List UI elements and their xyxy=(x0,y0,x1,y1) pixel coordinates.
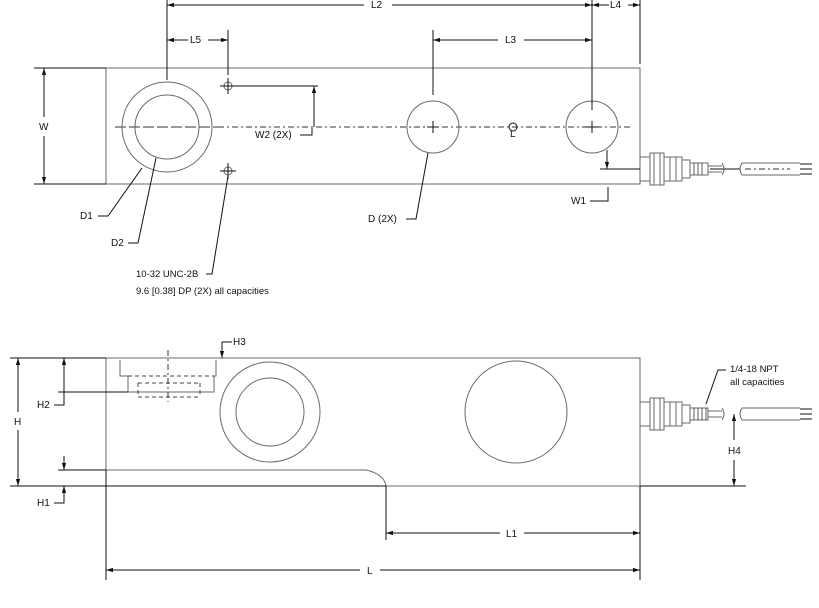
centerline-symbol: L xyxy=(508,122,518,140)
cable-connector-top xyxy=(639,152,812,186)
dim-L1: L1 xyxy=(506,529,518,540)
dim-H2: H2 xyxy=(37,400,50,411)
dim-W1: W1 xyxy=(571,196,586,207)
side-mounting-hole xyxy=(464,360,568,464)
dim-W: W xyxy=(39,122,49,133)
npt-note-line1: 1/4-18 NPT xyxy=(730,364,779,375)
side-counterbored-hole xyxy=(219,361,321,463)
thread-note-line1: 10-32 UNC-2B xyxy=(136,269,198,280)
counterbored-hole xyxy=(115,81,220,173)
dim-H1: H1 xyxy=(37,498,50,509)
top-view-body xyxy=(105,67,641,185)
tapped-hole-upper xyxy=(220,78,236,94)
top-view: L xyxy=(34,0,812,297)
cable-connector-side xyxy=(639,397,812,431)
dim-H: H xyxy=(14,417,21,428)
centerline-symbol-label: L xyxy=(510,129,516,140)
dim-D: D (2X) xyxy=(368,214,397,225)
dim-L: L xyxy=(367,566,373,577)
dim-L4: L4 xyxy=(610,0,622,11)
dim-L3: L3 xyxy=(505,35,517,46)
dim-D2: D2 xyxy=(111,238,124,249)
npt-note-line2: all capacities xyxy=(730,377,785,388)
dim-L2: L2 xyxy=(371,0,383,11)
side-view-body xyxy=(105,357,641,487)
dim-W2: W2 (2X) xyxy=(255,130,292,141)
dim-D1: D1 xyxy=(80,211,93,222)
mounting-hole-1 xyxy=(406,100,460,154)
side-tapped-holes xyxy=(119,350,217,402)
dim-H3: H3 xyxy=(233,337,246,348)
dim-L5: L5 xyxy=(190,35,202,46)
dim-H4: H4 xyxy=(728,446,741,457)
side-view: H3 H2 H H1 H4 1/4-18 NPT all capacities xyxy=(10,337,812,580)
thread-note-line2: 9.6 [0.38] DP (2X) all capacities xyxy=(136,286,269,297)
